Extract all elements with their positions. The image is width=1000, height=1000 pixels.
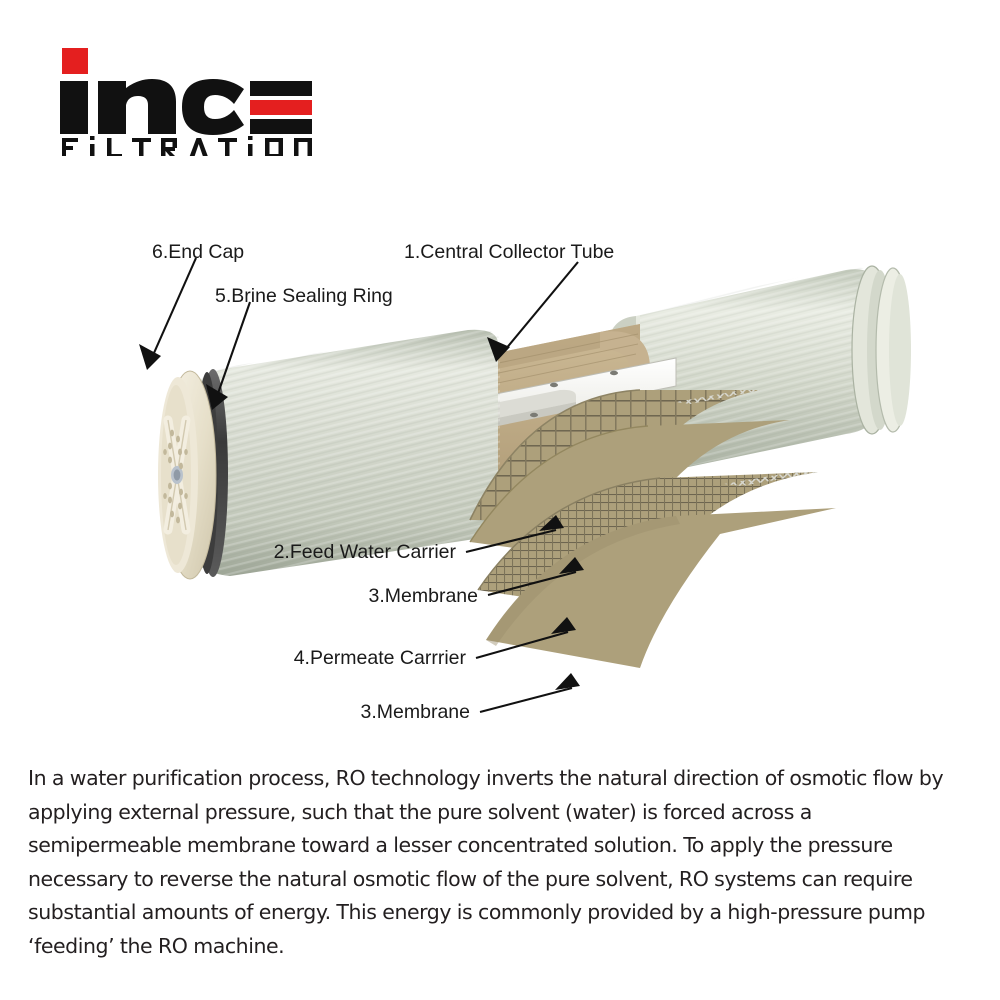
arrowhead-central-tube xyxy=(487,337,510,362)
end-cap-perforations xyxy=(163,429,188,524)
permeate-carrier-fray xyxy=(724,472,820,486)
leader-brine-ring xyxy=(214,301,251,403)
leader-membrane-upper xyxy=(487,570,577,597)
diagram-arrowheads xyxy=(139,337,584,690)
arrowhead-membrane-upper xyxy=(559,557,584,574)
label-brine-sealing-ring: 5.Brine Sealing Ring xyxy=(215,285,393,307)
feed-carrier-fray xyxy=(676,390,762,404)
leader-central-tube xyxy=(499,261,579,357)
diagram-artwork: 6.End Cap 5.Brine Sealing Ring 1.Central… xyxy=(139,241,911,723)
diagram-annotations xyxy=(149,257,579,714)
logo-artwork xyxy=(60,48,312,156)
leader-membrane-lower xyxy=(479,686,573,714)
arrowhead-feed-carrier xyxy=(539,515,564,531)
logo-letter-n xyxy=(98,79,176,134)
arrowhead-permeate-carrier xyxy=(551,617,576,634)
logo-letter-e-bar-mid xyxy=(250,100,312,115)
end-cap xyxy=(158,370,217,580)
leader-permeate-carrier xyxy=(475,630,569,660)
caption-block: In a water purification process, RO tech… xyxy=(28,762,968,963)
arrowhead-brine-ring xyxy=(206,384,228,410)
label-end-cap: 6.End Cap xyxy=(152,241,244,263)
label-permeate-carrier: 4.Permeate Carrrier xyxy=(294,647,467,669)
arrowhead-membrane-lower xyxy=(555,673,580,690)
logo-letter-i xyxy=(60,81,88,134)
logo-letter-e-bar-bottom xyxy=(250,119,312,134)
leader-feed-carrier xyxy=(465,528,557,554)
ro-membrane-diagram: 6.End Cap 5.Brine Sealing Ring 1.Central… xyxy=(0,190,1000,740)
label-feed-water-carrier: 2.Feed Water Carrier xyxy=(274,541,457,563)
logo-letter-e-bar-top xyxy=(250,81,312,96)
logo-i-dot xyxy=(62,48,88,74)
leader-end-cap xyxy=(149,257,197,363)
label-central-collector-tube: 1.Central Collector Tube xyxy=(404,241,614,263)
shell-right-end-face xyxy=(889,274,911,426)
logo-letter-c xyxy=(182,79,244,135)
caption-paragraph: In a water purification process, RO tech… xyxy=(28,766,944,958)
diagram-label-texts: 6.End Cap 5.Brine Sealing Ring 1.Central… xyxy=(152,241,614,723)
label-membrane-upper: 3.Membrane xyxy=(369,585,478,607)
arrowhead-end-cap xyxy=(139,344,161,370)
logo-subtitle xyxy=(62,136,312,156)
membrane-shell-left xyxy=(158,329,500,580)
brand-logo xyxy=(58,48,318,156)
label-membrane-lower: 3.Membrane xyxy=(361,701,470,723)
